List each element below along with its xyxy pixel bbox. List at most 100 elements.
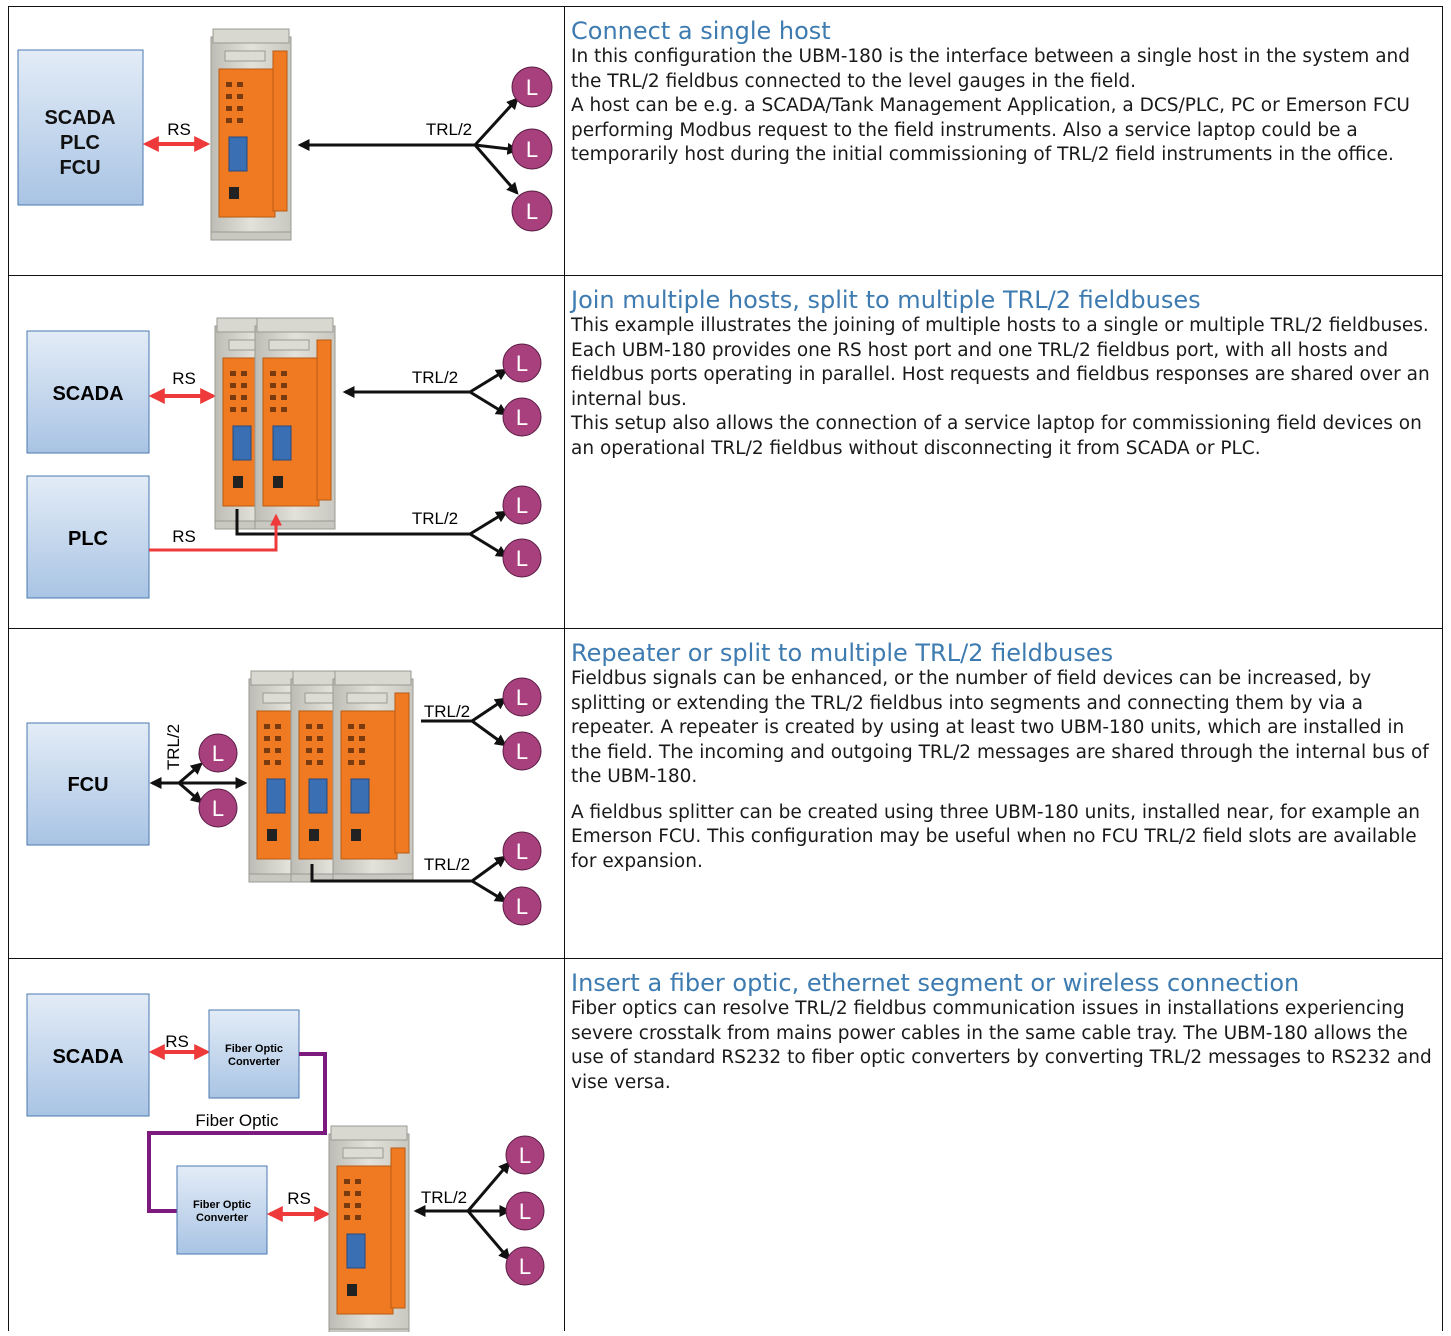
trl-branch — [178, 781, 203, 804]
rs-label-top: RS — [165, 1032, 189, 1051]
host-label-bottom: PLC — [68, 528, 108, 550]
trl-label-top: TRL/2 — [412, 368, 458, 387]
gauge-3 — [502, 831, 542, 871]
gauge-4 — [502, 886, 542, 926]
converter-top-line1: Fiber Optic — [225, 1043, 283, 1055]
gauge-label: L — [516, 351, 528, 376]
section-text: Join multiple hosts, split to multiple T… — [571, 286, 1436, 461]
trl-branch — [469, 532, 509, 558]
trl-branch — [471, 719, 507, 747]
section-title: Repeater or split to multiple TRL/2 fiel… — [571, 639, 1114, 667]
host-label: FCU — [67, 774, 108, 796]
diagram-repeater: FCU TRL/2 L L TRL/2 TRL/2 L L L — [9, 629, 564, 958]
converter-bottom-line1: Fiber Optic — [193, 1199, 251, 1211]
gauge-3 — [502, 485, 542, 525]
cell-divider — [564, 276, 565, 628]
fiber-cable — [147, 1052, 327, 1213]
trl-label-bottom: TRL/2 — [424, 855, 470, 874]
section-paragraph: A host can be e.g. a SCADA/Tank Manageme… — [571, 95, 1410, 165]
gauge-1 — [502, 677, 542, 717]
cell-divider — [564, 629, 565, 958]
trl-label: TRL/2 — [426, 120, 472, 139]
host-box-bottom — [26, 475, 150, 599]
rs-label-top: RS — [172, 369, 196, 388]
section-title: Join multiple hosts, split to multiple T… — [571, 286, 1201, 314]
trl-branch-top — [473, 97, 519, 147]
gauge-host-1 — [198, 733, 238, 773]
gauge-label: L — [516, 546, 528, 571]
section-title: Connect a single host — [571, 17, 831, 45]
trl-branch — [471, 697, 507, 723]
section-title: Insert a fiber optic, ethernet segment o… — [571, 969, 1300, 997]
gauge-1-label: L — [526, 75, 538, 100]
trl-label-top: TRL/2 — [424, 702, 470, 721]
gauge-host-2 — [198, 788, 238, 828]
host-box-top — [26, 330, 150, 454]
gauge-2-label: L — [526, 137, 538, 162]
host-label-top: SCADA — [52, 383, 123, 405]
cell-divider — [564, 7, 565, 275]
gauge-3-label: L — [526, 199, 538, 224]
host-box — [26, 993, 150, 1117]
section-fiber-optic: SCADA RS Fiber Optic Converter Fiber Opt… — [8, 958, 1443, 1336]
gauge-1 — [502, 343, 542, 383]
trl-branch — [178, 762, 203, 785]
trl-label-vertical: TRL/2 — [164, 724, 183, 770]
host-label-2: PLC — [60, 132, 100, 154]
section-multiple-hosts: SCADA PLC RS TRL/2 TRL/2 RS L L L L — [8, 275, 1443, 629]
trl-branch — [466, 1161, 511, 1212]
diagram-multiple-hosts: SCADA PLC RS TRL/2 TRL/2 RS L L L L — [9, 276, 564, 628]
ubm-module — [328, 1125, 410, 1336]
trl-branch — [469, 390, 509, 416]
section-text: Connect a single host In this configurat… — [571, 17, 1436, 168]
rs-label: RS — [167, 120, 191, 139]
section-text: Insert a fiber optic, ethernet segment o… — [571, 969, 1436, 1095]
gauge-label: L — [516, 685, 528, 710]
gauge-3 — [511, 190, 553, 232]
gauge-label: L — [212, 741, 224, 766]
ubm-module-2 — [254, 317, 336, 530]
ubm-module-3 — [332, 670, 414, 883]
gauge-label: L — [516, 493, 528, 518]
trl-branch — [469, 368, 509, 394]
gauge-2 — [505, 1191, 545, 1231]
host-label: SCADA — [52, 1046, 123, 1068]
trl-branch-bottom — [473, 144, 519, 195]
diagram-fiber-optic: SCADA RS Fiber Optic Converter Fiber Opt… — [9, 959, 564, 1336]
converter-bottom-line2: Converter — [196, 1212, 249, 1224]
gauge-label: L — [516, 894, 528, 919]
section-paragraph: A fieldbus splitter can be created using… — [571, 801, 1421, 872]
trl-bus-bottom — [310, 864, 472, 883]
trl-bus-bottom — [235, 509, 470, 536]
section-paragraph: Fiber optics can resolve TRL/2 fieldbus … — [571, 998, 1432, 1093]
rs-line-bottom — [149, 513, 282, 552]
gauge-label: L — [516, 839, 528, 864]
ubm-module — [210, 28, 292, 241]
rs-label-bottom: RS — [287, 1189, 311, 1208]
trl-label-bottom: TRL/2 — [412, 509, 458, 528]
gauge-label: L — [519, 1199, 531, 1224]
converter-top — [208, 1009, 300, 1099]
gauge-label: L — [516, 739, 528, 764]
section-repeater: FCU TRL/2 L L TRL/2 TRL/2 L L L — [8, 628, 1443, 959]
host-box — [26, 722, 150, 846]
trl-label: TRL/2 — [421, 1188, 467, 1207]
gauge-label: L — [519, 1254, 531, 1279]
gauge-2 — [511, 128, 553, 170]
cell-divider — [564, 959, 565, 1331]
gauge-2 — [502, 397, 542, 437]
section-single-host: SCADA PLC FCU RS TRL/2 L L L Connect a s… — [8, 6, 1443, 276]
trl-branch — [466, 1210, 511, 1261]
fiber-label: Fiber Optic — [195, 1111, 279, 1130]
host-label-1: SCADA — [44, 107, 115, 129]
gauge-1 — [505, 1135, 545, 1175]
trl-branch — [471, 855, 507, 883]
trl-branch-mid — [474, 142, 520, 155]
section-paragraph: This example illustrates the joining of … — [571, 315, 1430, 410]
host-box — [17, 49, 144, 206]
diagram-single-host: SCADA PLC FCU RS TRL/2 L L L — [9, 7, 564, 275]
section-paragraph: In this configuration the UBM-180 is the… — [571, 46, 1411, 92]
gauge-2 — [502, 731, 542, 771]
gauge-1 — [511, 66, 553, 108]
gauge-label: L — [212, 796, 224, 821]
